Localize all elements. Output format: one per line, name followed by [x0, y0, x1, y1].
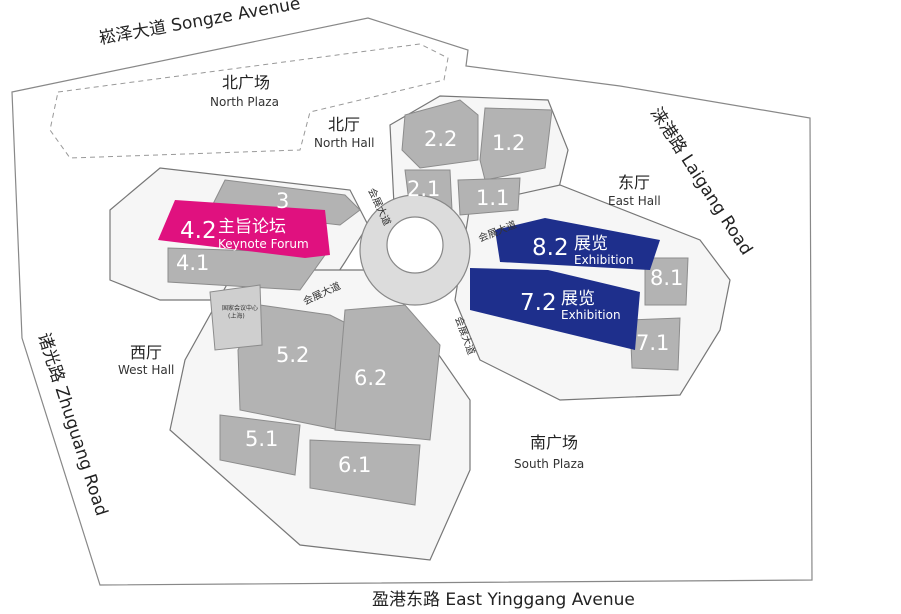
center-label-line1: 国家会议中心	[222, 304, 258, 312]
central-ring-inner	[386, 216, 444, 274]
hall-1-1	[457, 177, 521, 216]
exhibition-82-en: Exhibition	[574, 253, 634, 267]
hall-5-1	[219, 414, 301, 476]
south-plaza-cn: 南广场	[530, 433, 578, 452]
hall-label: 7.1	[636, 331, 669, 355]
keynote-cn: 主旨论坛	[218, 217, 286, 237]
ncc-block	[209, 284, 263, 351]
exhibition-72-cn: 展览	[561, 289, 595, 309]
north-plaza-en: North Plaza	[210, 95, 279, 109]
exhibition-82-num: 8.2	[532, 235, 569, 261]
road-south: 盈港东路 East Yinggang Avenue	[372, 590, 635, 610]
hall-label: 4.1	[176, 251, 209, 275]
exhibition-hall-8-2[interactable]	[495, 218, 660, 270]
hall-8-1	[644, 257, 689, 306]
hall-label: 6.2	[354, 366, 387, 390]
hall-6-2	[334, 304, 441, 441]
hall-1-2	[479, 107, 553, 181]
hall-7-1	[629, 317, 681, 371]
hall-label: 1.2	[492, 131, 525, 155]
center-label-line2: (上海)	[228, 312, 245, 320]
hall-label: 2.2	[424, 127, 457, 151]
east-hall-cn: 东厅	[618, 173, 650, 192]
hall-label: 1.1	[476, 186, 509, 210]
north-hall-en: North Hall	[314, 136, 374, 150]
east-hall-en: East Hall	[608, 194, 661, 208]
keynote-forum-hall[interactable]	[158, 200, 330, 258]
hall-label: 8.1	[650, 266, 683, 290]
keynote-en: Keynote Forum	[218, 237, 309, 251]
hall-label: 6.1	[338, 453, 371, 477]
hall-2-2	[401, 99, 479, 169]
exhibition-72-en: Exhibition	[561, 308, 621, 322]
hall-6-1	[309, 439, 421, 506]
west-hall-en: West Hall	[118, 363, 174, 377]
north-plaza-cn: 北广场	[222, 73, 270, 92]
exhibition-82-cn: 展览	[574, 234, 608, 254]
south-plaza-en: South Plaza	[514, 457, 584, 471]
north-hall-cn: 北厅	[328, 115, 360, 134]
gray-halls	[167, 99, 689, 506]
hall-label: 5.2	[276, 343, 309, 367]
hall-label: 5.1	[245, 427, 278, 451]
north-plaza-area	[49, 43, 449, 159]
exhibition-72-num: 7.2	[520, 290, 557, 316]
hall-label: 2.1	[407, 177, 440, 201]
keynote-num: 4.2	[180, 218, 217, 244]
hall-label: 3	[276, 189, 289, 213]
west-hall-cn: 西厅	[130, 343, 162, 362]
exhibition-hall-7-2[interactable]	[470, 268, 640, 350]
